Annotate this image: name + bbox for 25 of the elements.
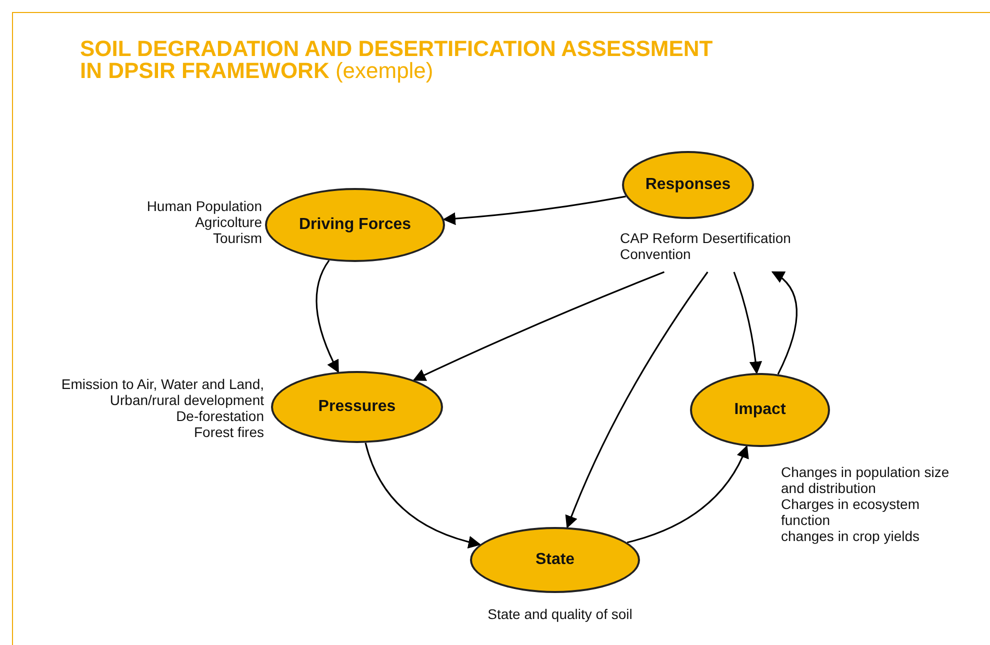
node-annotation: State and quality of soil	[486, 606, 634, 622]
ellipse-node: Driving Forces	[265, 188, 445, 262]
node-annotation: Tourism	[212, 230, 262, 246]
diagram-title: SOIL DEGRADATION AND DESERTIFICATION ASSESSMENT IN DPSIR FRAMEWORK (exemple)	[80, 38, 714, 82]
arrow	[733, 272, 762, 374]
arrow	[626, 445, 748, 544]
node-annotation: CAP Reform Desertification Convention	[620, 230, 792, 262]
arrow	[565, 272, 708, 529]
arrow	[442, 196, 626, 225]
ellipse-node: Pressures	[271, 371, 443, 443]
arrow	[771, 271, 798, 375]
node-annotation: Agricolture	[194, 214, 262, 230]
node-annotation: Human Population	[146, 198, 262, 214]
arrow	[364, 442, 482, 548]
node-annotation: Emission to Air, Water and Land,	[60, 376, 264, 392]
arrow	[412, 271, 665, 381]
ellipse-node: Responses	[622, 151, 754, 219]
ellipse-node: State	[470, 527, 640, 593]
node-annotation: Changes in population size and distribution	[781, 464, 950, 496]
node-annotation: De-forestation	[175, 408, 264, 424]
node-annotation: changes in crop yields	[781, 528, 921, 544]
arrow	[316, 260, 339, 373]
node-annotation: Urban/rural development	[108, 392, 264, 408]
node-annotation: Forest fires	[192, 424, 264, 440]
ellipse-node: Impact	[690, 373, 830, 447]
